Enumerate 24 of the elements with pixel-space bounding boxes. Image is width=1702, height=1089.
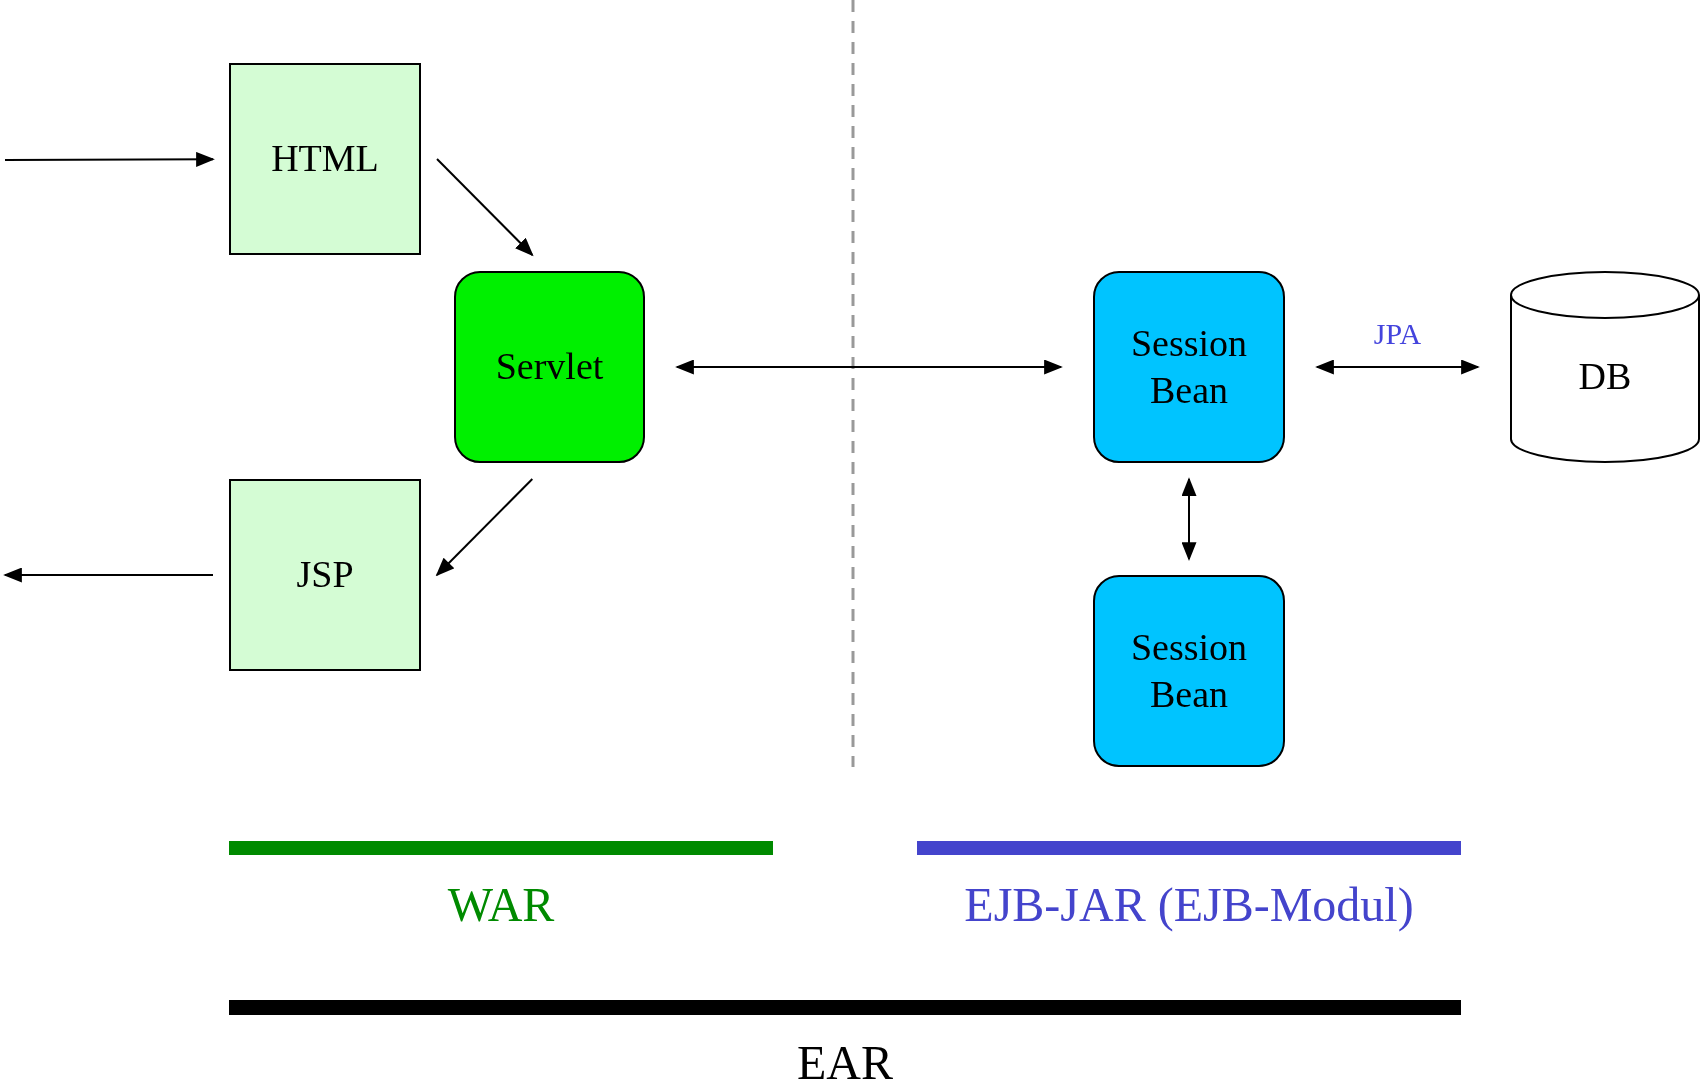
arrow	[435, 478, 534, 577]
arrow	[4, 151, 215, 167]
module-label: WAR	[447, 877, 555, 932]
module-label: EJB-JAR (EJB-Modul)	[964, 877, 1414, 932]
module-label: EAR	[797, 1035, 893, 1089]
module-bar	[917, 841, 1461, 855]
arrow	[675, 359, 1063, 375]
node-label: DB	[1577, 354, 1633, 400]
node-label: JSP	[295, 552, 355, 598]
node-label: Servlet	[494, 344, 605, 390]
node-label: Session Bean	[1129, 320, 1249, 413]
bean-box	[1093, 575, 1285, 767]
arrow	[3, 567, 214, 583]
module-bar	[229, 1000, 1461, 1015]
node-label: HTML	[270, 136, 380, 182]
page-box	[229, 479, 421, 671]
page-box	[229, 63, 421, 255]
arrow	[1181, 477, 1197, 561]
module-bar	[229, 841, 773, 855]
arrow	[1315, 359, 1480, 375]
arrow	[436, 158, 534, 257]
node-label: Session Bean	[1129, 624, 1249, 717]
servlet-box	[454, 271, 645, 463]
bean-box	[1093, 271, 1285, 463]
